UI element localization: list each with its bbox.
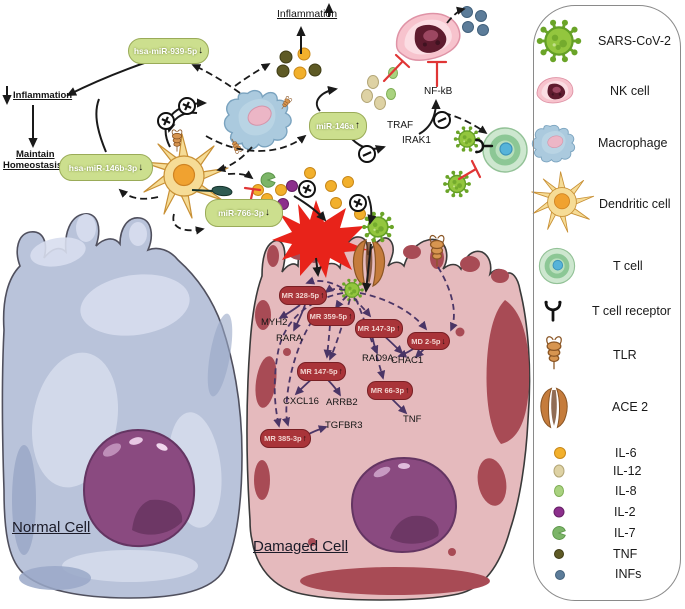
damaged-cell — [246, 233, 531, 601]
mirna-pill-mir-766-3p: miR-766-3p↓ — [205, 199, 283, 227]
il12-dot — [553, 464, 565, 478]
minus-circle-icons — [358, 111, 451, 163]
mirna-pill-hsa-mir-939-5p: hsa-miR-939-5p↓ — [128, 38, 209, 64]
legend-label-il12: IL-12 — [613, 464, 642, 478]
legend-label-t-cell: T cell — [613, 259, 643, 273]
normal-cell-label: Normal Cell — [12, 519, 91, 536]
inflammation-up-label: Inflammation — [277, 8, 338, 20]
legend-label-il2: IL-2 — [614, 505, 636, 519]
intracellular-dashed-arrows — [273, 266, 458, 428]
macrophage — [219, 84, 296, 154]
mirna-pill-hsa-mir-146b-3p: hsa-miR-146b-3p↓ — [59, 154, 153, 181]
gene-arrb2: ARRB2 — [326, 397, 358, 408]
normal-cell-nucleus — [82, 428, 196, 548]
mirna-pill-md-2-5p: MD 2-5p↓ — [407, 332, 450, 350]
damaged-cell-nucleus — [350, 456, 458, 554]
gene-cxcl16: CXCL16 — [283, 396, 319, 407]
gene-rad9a: RAD9A — [362, 353, 394, 364]
il2-dots — [277, 180, 298, 210]
mirna-label: MD 2-5p — [411, 336, 441, 346]
infs-dots — [461, 6, 489, 36]
legend-label-il8: IL-8 — [615, 484, 637, 498]
gene-tnf: TNF — [403, 414, 422, 425]
tnf-dots — [276, 50, 322, 78]
up-arrow-icon: ↑ — [405, 385, 410, 396]
mirna-label: MR 328-5p — [281, 291, 320, 300]
mirna-label: MR 385-3p — [264, 434, 302, 443]
sars-cov-2-virus-entering — [360, 210, 396, 244]
up-arrow-icon: ↑ — [354, 120, 360, 131]
il2-dot — [553, 506, 565, 518]
inflammation-burst — [272, 200, 368, 278]
up-arrow-icon: ↑ — [320, 290, 325, 301]
legend-panel — [533, 5, 681, 601]
damaged-cell-label: Damaged Cell — [253, 538, 349, 555]
inhibition-lines — [243, 53, 482, 201]
il12-dots — [361, 75, 386, 110]
mirna-pill-mr-359-5p: MR 359-5p↑ — [307, 307, 355, 326]
mirna-label: MR 147-3p — [357, 324, 396, 333]
cytokine-dots — [252, 6, 489, 220]
antigen-pin-icon — [191, 185, 233, 197]
legend-label-dendritic-cell: Dendritic cell — [599, 197, 671, 211]
mirna-label: miR-766-3p — [218, 208, 264, 218]
down-arrow-icon: ↓ — [138, 161, 144, 173]
up-arrow-icon: ↑ — [338, 366, 343, 377]
legend-label-tnf: TNF — [613, 547, 638, 561]
homeostasis-label: Homeostasis — [3, 160, 63, 171]
il7-dot — [260, 172, 276, 188]
up-arrow-icon: ↑ — [348, 311, 353, 322]
normal-cell — [1, 213, 243, 599]
mirna-label: MR 66-3p — [370, 386, 405, 395]
tnf-dot — [554, 549, 564, 559]
legend-label-tlr: TLR — [613, 348, 637, 362]
gene-rara: RARA — [276, 333, 303, 344]
gene-tgfbr3: TGFBR3 — [325, 420, 363, 431]
down-arrow-icon: ↓ — [264, 207, 270, 218]
mirna-label: miR-146a — [316, 121, 354, 131]
gene-chac1: CHAC1 — [391, 355, 424, 366]
maintain-label: Maintain — [16, 149, 55, 160]
up-arrow-icon: ↑ — [396, 323, 401, 334]
legend-label-nk-cell: NK cell — [610, 84, 650, 98]
traf-label: TRAF — [387, 120, 414, 131]
legend-label-macrophage: Macrophage — [598, 136, 668, 150]
irak1-label: IRAK1 — [402, 135, 431, 146]
mirna-pill-mr-147-5p: MR 147-5p↑ — [297, 362, 346, 381]
mirna-pill-mir-146a: miR-146a↑ — [309, 112, 367, 140]
up-arrow-icon: ↑ — [302, 433, 307, 444]
mirna-pill-mr-385-3p: MR 385-3p↑ — [260, 429, 311, 448]
t-cell — [482, 127, 528, 173]
legend-label-il7: IL-7 — [614, 526, 636, 540]
plus-circle-icons — [157, 97, 367, 212]
down-arrow-icon: ↓ — [441, 335, 446, 346]
down-arrow-icon: ↓ — [198, 45, 204, 56]
mirna-pill-mr-328-5p: MR 328-5p↑ — [279, 286, 327, 305]
legend-icons — [531, 18, 595, 580]
il8-dot — [554, 485, 564, 497]
damage-patches — [254, 241, 530, 595]
legend-label-sars-cov-2: SARS-CoV-2 — [598, 34, 671, 48]
inflammation-down-label: Inflammation — [13, 90, 73, 101]
legend-label-t-cell-receptor: T cell receptor — [592, 304, 671, 318]
signaling-dashed-arrows — [118, 6, 488, 235]
mirna-pill-mr-147-3p: MR 147-3p↑ — [355, 319, 403, 338]
legend-label-infs: INFs — [615, 567, 642, 581]
legend-label-il6: IL-6 — [615, 446, 637, 460]
mirna-label: MR 147-5p — [300, 367, 338, 376]
mirna-label: hsa-miR-939-5p — [133, 46, 198, 56]
mirna-label: MR 359-5p — [309, 312, 348, 321]
nk-cell — [392, 9, 464, 65]
mirna-label: hsa-miR-146b-3p — [68, 162, 138, 173]
nfkb-label: NF-kB — [424, 86, 453, 97]
mirna-pill-mr-66-3p: MR 66-3p↑ — [367, 381, 413, 400]
gene-myh2: MYH2 — [261, 317, 288, 328]
il6-dot — [554, 447, 566, 459]
legend-label-ace2: ACE 2 — [612, 400, 649, 414]
